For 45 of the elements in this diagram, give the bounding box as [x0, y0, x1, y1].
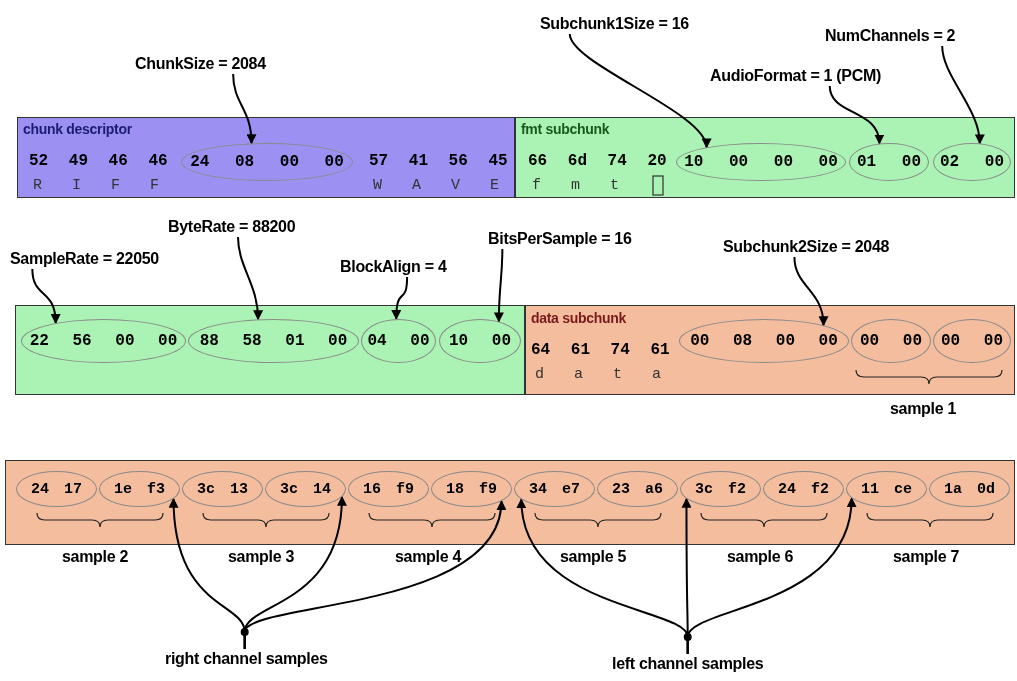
- field-label: Subchunk2Size = 2048: [723, 238, 890, 256]
- arrow: [568, 33, 709, 149]
- field-label: AudioFormat = 1 (PCM): [710, 67, 882, 85]
- chunk-band: [525, 305, 1015, 395]
- chunk-band: [515, 117, 1015, 198]
- sample-label: sample 4: [395, 548, 462, 566]
- hex-bytes: 57 41 56 45: [369, 152, 508, 170]
- arrow: [232, 73, 257, 145]
- hex-bytes: 64 61 74 61: [531, 341, 670, 359]
- arrow: [391, 276, 409, 321]
- arrow: [237, 236, 263, 321]
- arrow: [243, 500, 505, 650]
- ascii-characters: f m t: [532, 177, 619, 194]
- field-label: SampleRate = 22050: [10, 250, 159, 268]
- field-label: Subchunk1Size = 16: [540, 15, 689, 33]
- arrow: [686, 497, 856, 655]
- section-heading: data subchunk: [531, 310, 626, 326]
- field-label: NumChannels = 2: [825, 27, 956, 45]
- hex-bytes: 66 6d 74 20: [528, 152, 667, 170]
- field-label: right channel samples: [165, 650, 328, 668]
- arrow: [828, 85, 884, 145]
- field-label: ByteRate = 88200: [168, 218, 296, 236]
- arrow: [793, 256, 828, 327]
- chunk-band: [5, 460, 1015, 545]
- arrow: [31, 268, 61, 325]
- sample-label: sample 3: [228, 548, 295, 566]
- hex-bytes: 52 49 46 46: [29, 152, 168, 170]
- section-heading: chunk descriptor: [23, 121, 132, 137]
- ascii-characters: R I F F: [33, 177, 159, 194]
- sample-label: sample 6: [727, 548, 794, 566]
- sample-label: sample 2: [62, 548, 129, 566]
- sample-label: sample 7: [893, 548, 960, 566]
- field-label: ChunkSize = 2084: [135, 55, 266, 73]
- section-heading: fmt subchunk: [521, 121, 610, 137]
- arrow: [941, 45, 984, 145]
- chunk-band: [17, 117, 515, 198]
- ascii-characters: d a t a: [535, 366, 661, 383]
- field-label: BlockAlign = 4: [340, 258, 447, 276]
- chunk-band: [15, 305, 525, 395]
- field-label: BitsPerSample = 16: [488, 230, 632, 248]
- sample-label: sample 5: [560, 548, 627, 566]
- sample-label: sample 1: [890, 400, 957, 418]
- ascii-characters: W A V E: [373, 177, 499, 194]
- arrow: [493, 248, 504, 323]
- field-label: left channel samples: [612, 655, 764, 673]
